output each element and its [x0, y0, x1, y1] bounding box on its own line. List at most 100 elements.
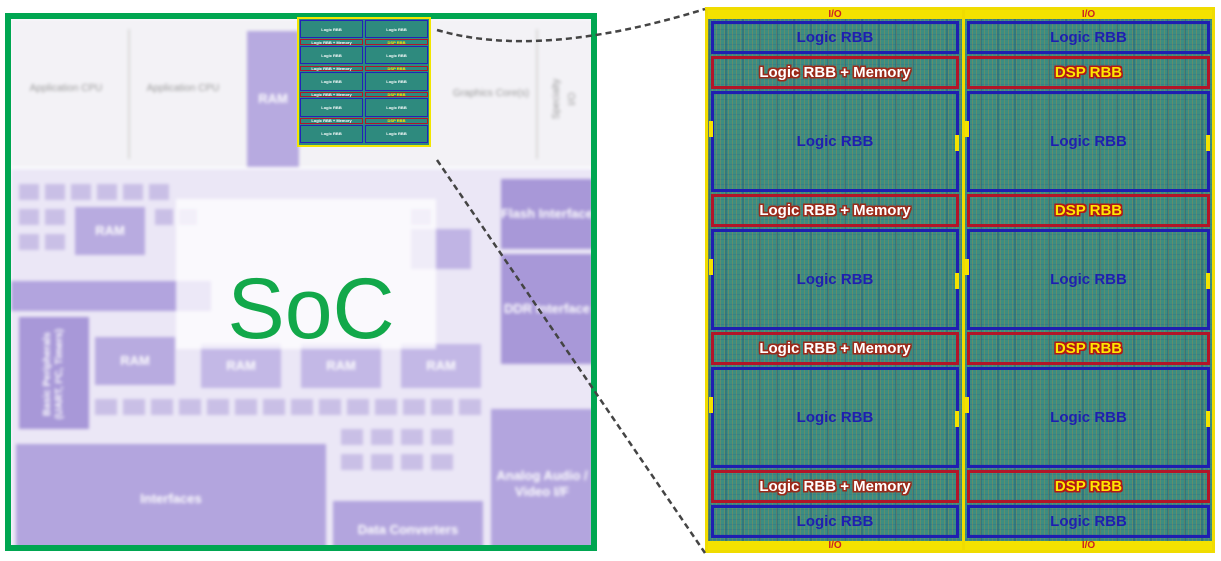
mini-logic-rbb: Logic RBB	[365, 72, 428, 91]
mini-logic-rbb: Logic RBB	[300, 124, 363, 143]
io-tick	[1206, 410, 1210, 427]
io-tick	[965, 121, 969, 137]
mini-logic-memory-rbb: Logic RBB + Memory	[300, 39, 363, 46]
rbb-label: Logic RBB	[796, 133, 874, 150]
rbb-label: Logic RBB	[796, 29, 874, 46]
rbb-label: Logic RBB + Memory	[759, 202, 911, 219]
io-tick	[965, 397, 969, 413]
rbb-label: DSP RBB	[1054, 64, 1123, 81]
label-wash	[176, 199, 436, 349]
logic-rbb: Logic RBB	[967, 21, 1210, 54]
divider	[536, 29, 538, 159]
ram-top-label: RAM	[258, 91, 288, 107]
mini-rbb-label: DSP RBB	[387, 39, 406, 45]
mini-logic-rbb: Logic RBB	[300, 46, 363, 65]
rbb-label: Logic RBB + Memory	[759, 64, 911, 81]
analog-block	[491, 409, 591, 545]
logic-rbb: Logic RBB	[967, 505, 1210, 538]
analog-label: Analog Audio / Video I/F	[496, 468, 588, 499]
zoom-line-top	[436, 7, 706, 43]
dsp-rbb: DSP RBB	[967, 194, 1210, 227]
logic-memory-rbb: Logic RBB + Memory	[711, 194, 959, 227]
ram-top-block	[247, 31, 299, 167]
ram-mid-label: RAM	[95, 223, 125, 239]
rbb-label: Logic RBB	[1050, 513, 1127, 530]
rbb-label: Logic RBB + Memory	[759, 340, 911, 357]
graphics-block: Graphics Core(s)	[452, 88, 530, 99]
app-cpu-2-block: Application CPU	[146, 83, 220, 94]
interfaces-label: Interfaces	[140, 491, 202, 507]
io-tick	[965, 259, 969, 275]
logic-memory-rbb: Logic RBB + Memory	[711, 470, 959, 503]
io-bar-top-right: I/O	[965, 10, 1212, 20]
logic-rbb: Logic RBB	[711, 505, 959, 538]
io-tick	[1206, 272, 1210, 289]
rbb-label: Logic RBB	[796, 409, 874, 426]
mini-rbb-label: DSP RBB	[387, 65, 406, 71]
mini-logic-rbb: Logic RBB	[365, 20, 428, 39]
io-bar-top-left: I/O	[708, 10, 962, 20]
ram-row-4-label: RAM	[426, 358, 456, 374]
logic-memory-rbb: Logic RBB + Memory	[711, 56, 959, 89]
flash-label: Flash Interface	[501, 206, 593, 222]
mini-rbb-label: Logic RBB	[386, 26, 407, 32]
mini-rbb-label: Logic RBB	[321, 52, 342, 58]
app-cpu-1-block: Application CPU	[29, 83, 103, 94]
logic-memory-rbb: Logic RBB + Memory	[711, 332, 959, 365]
mini-rbb-label: Logic RBB	[386, 52, 407, 58]
mini-logic-memory-rbb: Logic RBB + Memory	[300, 65, 363, 72]
mini-dsp-rbb: DSP RBB	[365, 117, 428, 124]
dsp-rbb: DSP RBB	[967, 56, 1210, 89]
mini-rbb-label: Logic RBB + Memory	[311, 118, 352, 124]
rbb-label: DSP RBB	[1054, 202, 1123, 219]
logic-rbb: Logic RBB	[711, 21, 959, 54]
io-tick	[1206, 134, 1210, 151]
ram-row-2-label: RAM	[226, 358, 256, 374]
mini-logic-rbb: Logic RBB	[365, 124, 428, 143]
zoom-line-bottom	[435, 159, 707, 554]
mini-rbb-label: Logic RBB	[386, 131, 407, 137]
mini-rbb-label: Logic RBB	[321, 78, 342, 84]
io-bar-bottom-right: I/O	[965, 541, 1212, 551]
ram-row-3-label: RAM	[326, 358, 356, 374]
mini-rbb-label: Logic RBB	[321, 131, 342, 137]
rbb-label: Logic RBB	[1050, 133, 1127, 150]
rbb-label: Logic RBB	[1050, 409, 1127, 426]
data-conv-label: Data Converters	[357, 522, 459, 538]
mini-rbb-label: DSP RBB	[387, 92, 406, 98]
soc-panel: Application CPU Application CPU RAM Grap…	[5, 13, 597, 551]
dsp-rbb: DSP RBB	[967, 332, 1210, 365]
rbb-label: DSP RBB	[1054, 340, 1123, 357]
ddr-label: DDR Interface	[504, 301, 590, 317]
rbb-label: Logic RBB	[796, 513, 874, 530]
mini-logic-memory-rbb: Logic RBB + Memory	[300, 117, 363, 124]
rbb-label: Logic RBB	[1050, 271, 1127, 288]
io-tick	[955, 272, 959, 289]
flash-block	[501, 179, 591, 249]
ram-mid-block	[75, 207, 145, 255]
mini-rbb-label: DSP RBB	[387, 118, 406, 124]
data-conv-block	[333, 501, 483, 545]
rbb-label: DSP RBB	[1054, 478, 1123, 495]
io-tick	[709, 397, 713, 413]
mini-logic-rbb: Logic RBB	[300, 20, 363, 39]
ram-row-1-label: RAM	[120, 353, 150, 369]
ddr-block	[501, 254, 591, 364]
io-tick	[709, 259, 713, 275]
mini-dsp-rbb: DSP RBB	[365, 65, 428, 72]
rbb-label: Logic RBB	[1050, 29, 1127, 46]
mini-logic-rbb: Logic RBB	[365, 46, 428, 65]
mini-rbb-label: Logic RBB + Memory	[311, 39, 352, 45]
mini-logic-memory-rbb: Logic RBB + Memory	[300, 91, 363, 98]
column-divider	[962, 10, 965, 550]
io-bar-bottom-left: I/O	[708, 541, 962, 551]
mini-logic-rbb: Logic RBB	[300, 98, 363, 117]
mini-rbb-label: Logic RBB	[321, 26, 342, 32]
rbb-label: Logic RBB + Memory	[759, 478, 911, 495]
rbb-label: Logic RBB	[796, 271, 874, 288]
mini-rbb-label: Logic RBB	[386, 78, 407, 84]
interfaces-block	[16, 444, 326, 545]
io-tick	[955, 134, 959, 151]
